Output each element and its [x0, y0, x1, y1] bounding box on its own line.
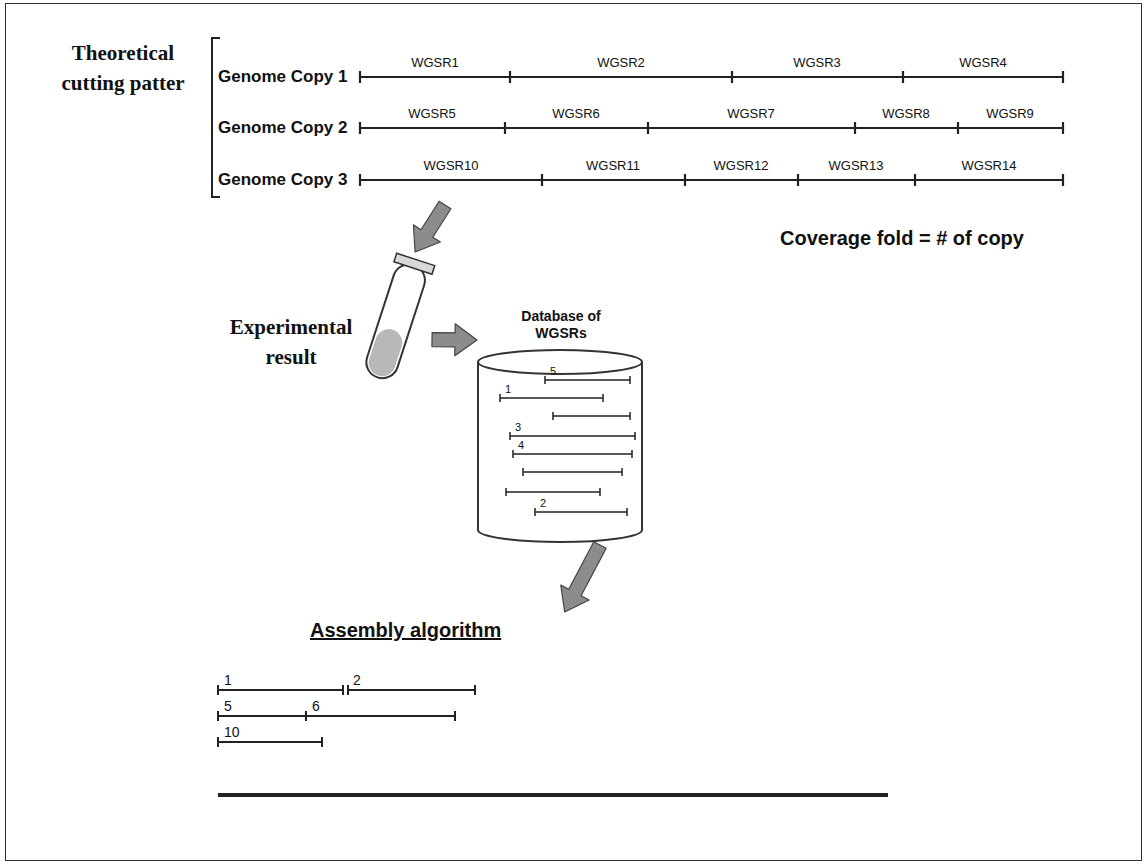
read [218, 711, 455, 721]
experiment-box: Experimental result [228, 252, 432, 398]
node-title: Assembly algorithm [310, 618, 501, 642]
database-cylinder [478, 350, 642, 542]
genome-copy-label: Genome Copy 3 [218, 170, 347, 190]
read-number: 10 [224, 725, 240, 740]
coverage-note: Coverage fold = # of copy [780, 226, 1024, 250]
read [218, 685, 475, 695]
tube-body [362, 260, 429, 382]
node-title: Experimental result [228, 312, 354, 372]
read-number: 5 [550, 365, 556, 378]
read [535, 508, 627, 516]
flow-arrow [561, 542, 606, 612]
genome-copy-label: Genome Copy 1 [218, 67, 347, 87]
tube-rim [394, 253, 435, 274]
read-name: WGSR12 [714, 158, 769, 173]
read-name: WGSR9 [986, 106, 1034, 121]
flow-arrow [432, 324, 477, 356]
read-name: WGSR7 [727, 106, 775, 121]
node-title: Theoretical cutting patter [38, 38, 208, 98]
read [545, 376, 630, 384]
node-title: Database of WGSRs [511, 308, 611, 342]
cylinder-body [478, 362, 642, 542]
read-number: 2 [353, 673, 361, 688]
genome-line [360, 122, 1063, 134]
genome-copy-label: Genome Copy 2 [218, 118, 347, 138]
read-name: WGSR11 [586, 158, 640, 173]
read-name: WGSR4 [959, 55, 1007, 70]
read-number: 5 [224, 699, 232, 714]
read [553, 412, 630, 420]
read-number: 1 [505, 383, 511, 396]
read-number: 2 [540, 497, 546, 510]
cylinder-top [478, 350, 642, 374]
genome-line [360, 71, 1063, 83]
read-name: WGSR1 [411, 55, 459, 70]
read-lines [500, 376, 635, 516]
read-name: WGSR13 [829, 158, 884, 173]
assembled-contig [218, 793, 888, 797]
read [510, 432, 635, 440]
read-name: WGSR8 [882, 106, 930, 121]
read-number: 1 [224, 673, 232, 688]
assembled-reads [218, 685, 888, 795]
read [523, 468, 622, 476]
read [500, 394, 603, 402]
flow-arrow [413, 201, 451, 252]
read-name: WGSR3 [793, 55, 841, 70]
read-name: WGSR2 [597, 55, 645, 70]
database-box: Database of WGSRs [477, 305, 645, 545]
read-name: WGSR6 [552, 106, 600, 121]
read-number: 4 [518, 439, 524, 452]
read-number: 6 [312, 699, 320, 714]
read-number: 3 [515, 421, 521, 434]
read-name: WGSR10 [424, 158, 479, 173]
genome-line [360, 174, 1063, 186]
read-name: WGSR14 [962, 158, 1017, 173]
read [513, 450, 632, 458]
read [506, 488, 600, 496]
tube-liquid [365, 326, 406, 380]
read-name: WGSR5 [408, 106, 456, 121]
test-tube [358, 253, 434, 383]
